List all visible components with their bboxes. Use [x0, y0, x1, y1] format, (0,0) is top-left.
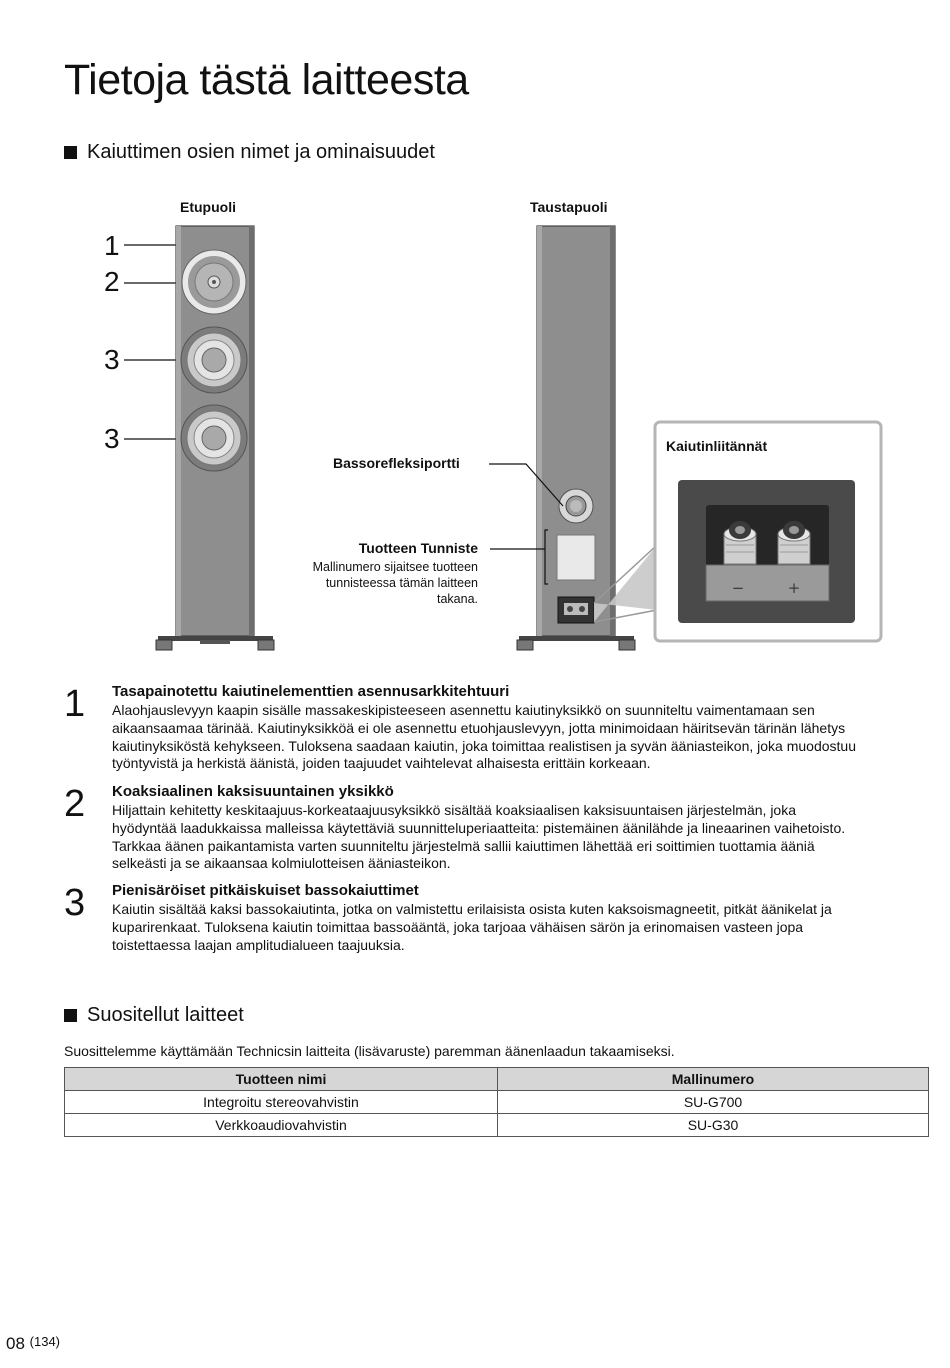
section-heading-text: Suositellut laitteet: [87, 1004, 244, 1026]
table-cell: SU-G30: [497, 1113, 929, 1137]
table-header-product-name: Tuotteen nimi: [64, 1067, 498, 1091]
table-header-model-number: Mallinumero: [497, 1067, 929, 1091]
product-id-callout: Tuotteen Tunniste Mallinumero sijaitsee …: [313, 540, 478, 607]
feature-title: Tasapainotettu kaiutinelementtien asennu…: [112, 683, 510, 700]
page-title: Tietoja tästä laitteesta: [64, 56, 469, 104]
feature-title: Koaksiaalinen kaksisuuntainen yksikkö: [112, 783, 394, 800]
feature-number: 3: [64, 882, 86, 924]
terminals-label: Kaiutinliitännät: [666, 438, 768, 454]
feature-line: työntyvistä ja herkistä äänistä, joiden …: [112, 755, 651, 772]
front-speaker-image: [155, 225, 275, 651]
product-id-label: Tuotteen Tunniste: [358, 540, 478, 556]
feature-line: Kaiutin sisältää kaksi bassokaiutinta, j…: [112, 901, 832, 917]
page-number-total: (134): [29, 1334, 61, 1349]
feature-line: kaiutinyksiköstä kehykseen. Tuloksena sa…: [112, 737, 856, 754]
feature-line: Alaohjauslevyyn kaapin sisälle massakesk…: [112, 702, 815, 718]
table-cell: Verkkoaudiovahvistin: [64, 1113, 498, 1137]
page-number: 08 (134): [6, 1334, 60, 1354]
table-cell: SU-G700: [497, 1090, 929, 1114]
feature-line: kuparirenkaat. Tuloksena kaiutin toimitt…: [112, 918, 804, 935]
bass-reflex-label: Bassorefleksiportti: [333, 455, 460, 471]
feature-title: Pienisäröiset pitkäiskuiset bassokaiutti…: [112, 882, 419, 899]
feature-line: Hiljattain kehitetty keskitaajuus-korkea…: [112, 802, 796, 818]
front-label: Etupuoli: [180, 199, 236, 215]
feature-line: hyödyntää laadukkaissa malleissa käytett…: [112, 819, 846, 836]
table-row: Verkkoaudiovahvistin SU-G30: [64, 1113, 929, 1137]
feature-line: selkeästi ja se aikaansaa kolmiulotteise…: [112, 855, 451, 872]
feature-line: Tarkkaa äänen paikantamista varten suunn…: [112, 837, 815, 854]
page-number-current: 08: [6, 1334, 25, 1353]
square-bullet-icon: [64, 146, 77, 159]
square-bullet-icon: [64, 1009, 77, 1022]
section-heading-speaker-parts: Kaiuttimen osien nimet ja ominaisuudet: [64, 141, 435, 164]
product-id-note-2: tunnisteessa tämän laitteen: [325, 576, 478, 590]
terminal-plus-label: +: [788, 579, 801, 597]
callout-2: 2: [104, 266, 120, 297]
feature-line: aikaansaamaa tärinää. Kaiutinyksikköä ei…: [112, 719, 846, 736]
section-heading-text: Kaiuttimen osien nimet ja ominaisuudet: [87, 141, 435, 163]
feature-line: toistettaessa laajan amplitudialueen taa…: [112, 936, 405, 953]
section-heading-recommended: Suositellut laitteet: [64, 1004, 244, 1027]
product-id-note-3: takana.: [436, 592, 478, 606]
terminals-inset: − +: [653, 420, 883, 643]
callout-3b: 3: [104, 423, 120, 454]
terminal-minus-label: −: [732, 579, 745, 597]
recommended-intro: Suosittelemme käyttämään Technicsin lait…: [64, 1043, 675, 1059]
recommended-table: Tuotteen nimi Mallinumero Integroitu ste…: [64, 1067, 929, 1137]
feature-number: 2: [64, 783, 86, 825]
back-speaker-image: [516, 225, 636, 651]
table-cell: Integroitu stereovahvistin: [64, 1090, 498, 1114]
feature-number: 1: [64, 683, 86, 725]
table-header-row: Tuotteen nimi Mallinumero: [64, 1067, 929, 1091]
product-id-note-1: Mallinumero sijaitsee tuotteen: [312, 560, 478, 574]
callout-1: 1: [104, 230, 120, 261]
callout-3a: 3: [104, 344, 120, 375]
back-label: Taustapuoli: [530, 199, 608, 215]
speaker-illustration: − +: [124, 225, 883, 651]
table-row: Integroitu stereovahvistin SU-G700: [64, 1090, 929, 1114]
